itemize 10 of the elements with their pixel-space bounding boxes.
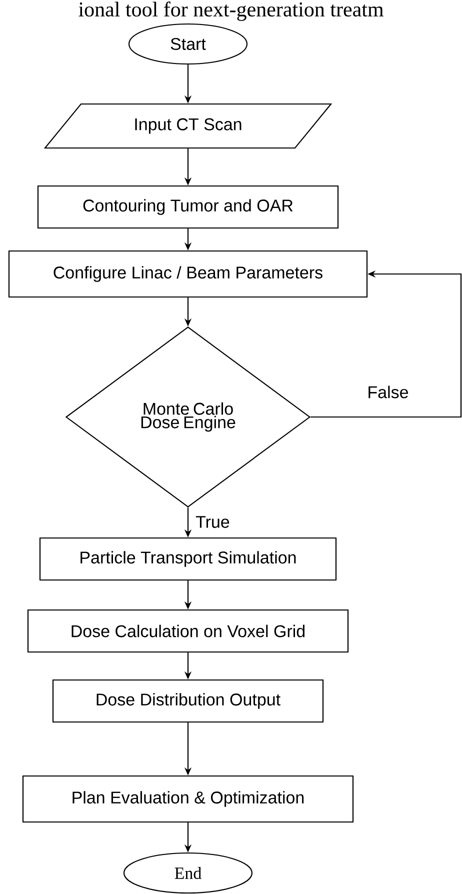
edge-label: True bbox=[194, 515, 231, 529]
edge-label: False bbox=[366, 384, 410, 400]
process-box: Particle Transport Simulation bbox=[39, 537, 337, 581]
process-box: Plan Evaluation & Optimization bbox=[22, 775, 354, 823]
terminal-oval: Start bbox=[128, 23, 248, 65]
process-box: Configure Linac / Beam Parameters bbox=[8, 250, 368, 298]
process-box: Dose Distribution Output bbox=[52, 679, 324, 723]
terminal-oval: End bbox=[123, 852, 253, 894]
process-box: Contouring Tumor and OAR bbox=[37, 185, 339, 229]
process-box: Dose Calculation on Voxel Grid bbox=[27, 609, 349, 653]
